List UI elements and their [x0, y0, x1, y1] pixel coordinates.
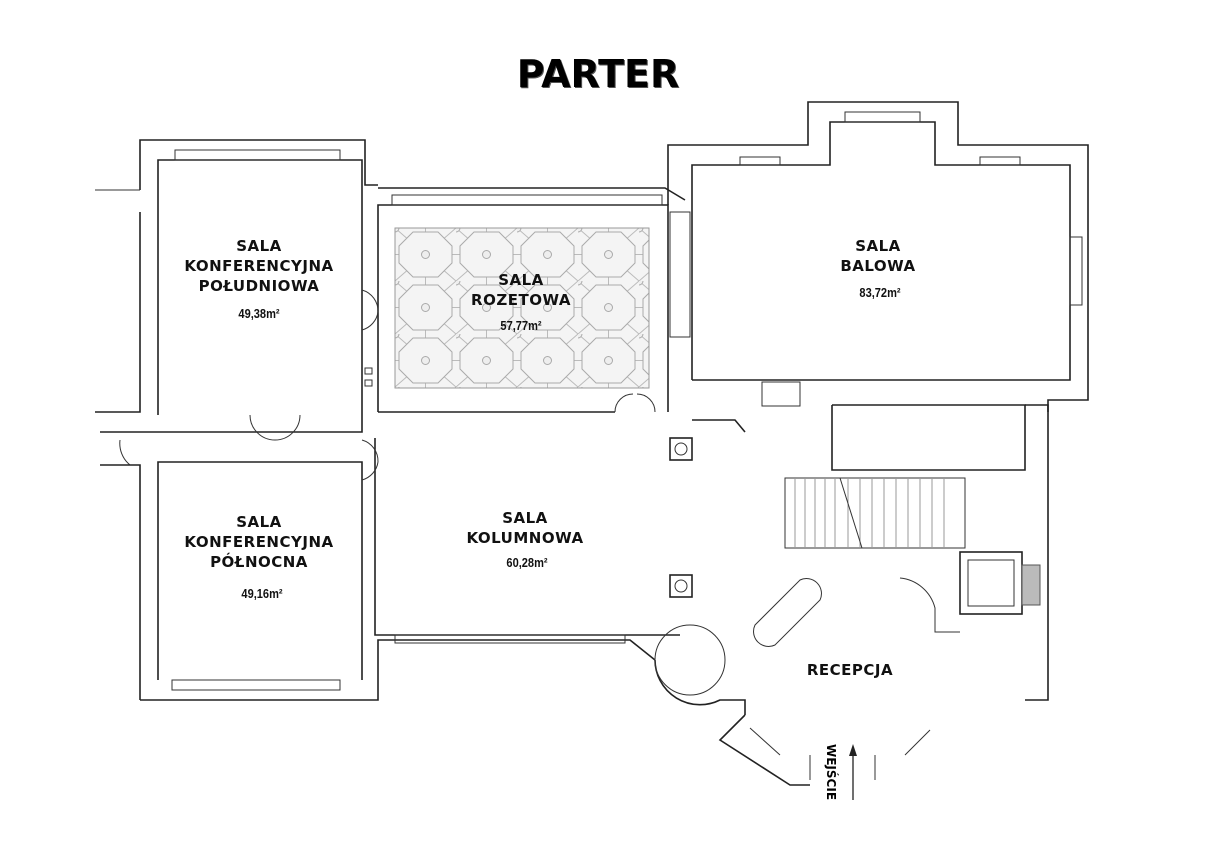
- area-value: 83,72m²: [859, 285, 901, 300]
- room-area-rozetowa: 57,77m²: [497, 318, 545, 333]
- room-label-kolumnowa: SALA KOLUMNOWA: [466, 508, 583, 548]
- room-label-south: SALA KONFERENCYJNA POŁUDNIOWA: [184, 236, 333, 296]
- room-label-balowa: SALA BALOWA: [840, 236, 915, 276]
- entrance-label: WEJŚCIE: [824, 744, 838, 801]
- room-area-north: 49,16m²: [238, 586, 286, 601]
- area-value: 60,28m²: [506, 555, 548, 570]
- room-label-line: RECEPCJA: [806, 661, 894, 679]
- room-label-line: SALA: [855, 237, 901, 255]
- room-label-line: SALA: [502, 509, 548, 527]
- room-label-north: SALA KONFERENCYJNA PÓŁNOCNA: [184, 512, 333, 572]
- room-label-rozetowa: SALA ROZETOWA: [471, 270, 571, 310]
- room-label-line: KOLUMNOWA: [466, 529, 584, 547]
- area-value: 49,16m²: [241, 586, 283, 601]
- entrance-arrow-icon: [849, 744, 857, 800]
- room-sala-rozetowa: [361, 187, 686, 413]
- page-title: PARTER: [516, 52, 680, 96]
- room-label-line: ROZETOWA: [471, 291, 571, 309]
- room-label-line: KONFERENCYJNA: [184, 533, 334, 551]
- room-label-line: POŁUDNIOWA: [198, 277, 320, 295]
- room-label-line: SALA: [498, 271, 544, 289]
- room-label-line: SALA: [236, 513, 282, 531]
- room-label-line: SALA: [236, 237, 282, 255]
- room-area-south: 49,38m²: [235, 306, 283, 321]
- room-area-balowa: 83,72m²: [856, 285, 904, 300]
- room-sala-balowa: [667, 101, 1089, 412]
- room-label-line: BALOWA: [840, 257, 916, 275]
- area-value: 49,38m²: [238, 306, 280, 321]
- room-label-line: KONFERENCYJNA: [184, 257, 334, 275]
- room-label-line: PÓŁNOCNA: [210, 553, 308, 571]
- staircase: [784, 404, 1049, 701]
- area-value: 57,77m²: [500, 318, 542, 333]
- room-sala-kolumnowa: [100, 414, 746, 701]
- room-area-kolumnowa: 60,28m²: [503, 555, 551, 570]
- room-recepcja: [654, 577, 960, 786]
- rosette-ceiling-pattern: [394, 227, 650, 389]
- room-sala-konferencyjna-poludniowa: [95, 139, 378, 415]
- room-label-recepcja: RECEPCJA: [807, 660, 893, 680]
